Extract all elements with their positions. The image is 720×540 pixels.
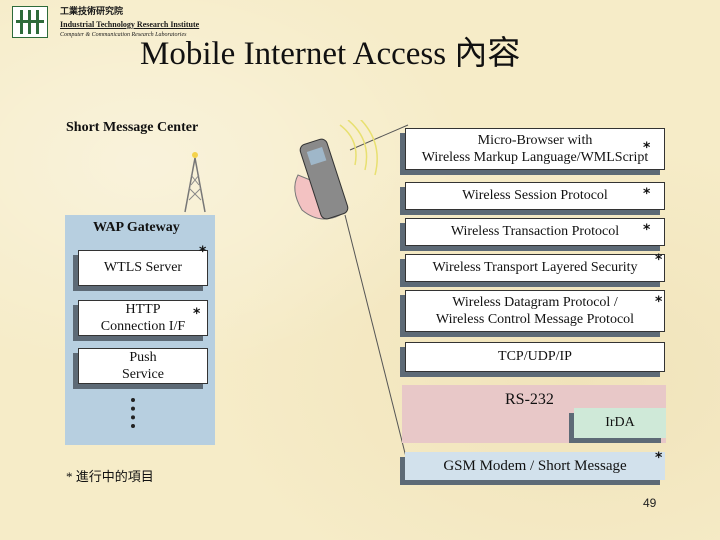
page-title: Mobile Internet Access 內容: [140, 36, 521, 72]
gateway-box-wtls-server: WTLS Server: [78, 250, 208, 286]
irda-label: IrDA: [605, 415, 635, 430]
page-number: 49: [643, 496, 657, 510]
in-progress-star: *: [655, 252, 663, 268]
gateway-box-label: HTTP Connection I/F: [100, 301, 186, 335]
stack-layer-wtls: Wireless Transport Layered Security: [405, 254, 665, 282]
gsm-modem-box: GSM Modem / Short Message: [405, 452, 665, 480]
rs232-label: RS-232: [505, 391, 554, 408]
irda-box: IrDA: [574, 408, 666, 438]
antenna-tower-icon: [184, 152, 206, 213]
in-progress-star: *: [655, 450, 663, 466]
more-items-ellipsis: [131, 398, 137, 428]
gateway-box-label: WTLS Server: [103, 260, 183, 276]
in-progress-star: *: [655, 294, 663, 310]
gateway-box-push-service: Push Service: [78, 348, 208, 384]
stack-layer-label: Wireless Transport Layered Security: [432, 260, 638, 276]
stack-layer-label: Micro-Browser with Wireless Markup Langu…: [421, 132, 649, 166]
org-name-cn: 工業技術研究院: [60, 6, 124, 16]
stack-layer-label: TCP/UDP/IP: [498, 349, 572, 365]
stack-layer-label: Wireless Transaction Protocol: [450, 224, 620, 240]
itri-logo: [12, 6, 48, 38]
gateway-box-http-connection: HTTP Connection I/F: [78, 300, 208, 336]
stack-layer-tcp-udp-ip: TCP/UDP/IP: [405, 342, 665, 372]
gsm-modem-label: GSM Modem / Short Message: [443, 457, 627, 474]
in-progress-star: *: [193, 306, 201, 322]
legend-in-progress: * 進行中的項目: [66, 469, 154, 484]
stack-layer-wtp: Wireless Transaction Protocol: [405, 218, 665, 246]
smsc-label: Short Message Center: [66, 120, 199, 135]
org-dept: Computer & Communication Research Labora…: [60, 32, 187, 38]
stack-layer-wsp: Wireless Session Protocol: [405, 182, 665, 210]
stack-layer-wdp-wcmp: Wireless Datagram Protocol / Wireless Co…: [405, 290, 665, 332]
in-progress-star: *: [643, 140, 651, 156]
gateway-box-label: Push Service: [122, 349, 164, 383]
in-progress-star: *: [643, 222, 651, 238]
in-progress-star: *: [199, 244, 207, 260]
in-progress-star: *: [643, 186, 651, 202]
stack-layer-label: Wireless Datagram Protocol / Wireless Co…: [435, 294, 635, 328]
org-name-en: Industrial Technology Research Institute: [60, 20, 200, 29]
wap-gateway-label: WAP Gateway: [93, 220, 180, 235]
mobile-phone-icon: [294, 120, 378, 220]
stack-layer-micro-browser: Micro-Browser with Wireless Markup Langu…: [405, 128, 665, 170]
stack-layer-label: Wireless Session Protocol: [462, 188, 608, 204]
